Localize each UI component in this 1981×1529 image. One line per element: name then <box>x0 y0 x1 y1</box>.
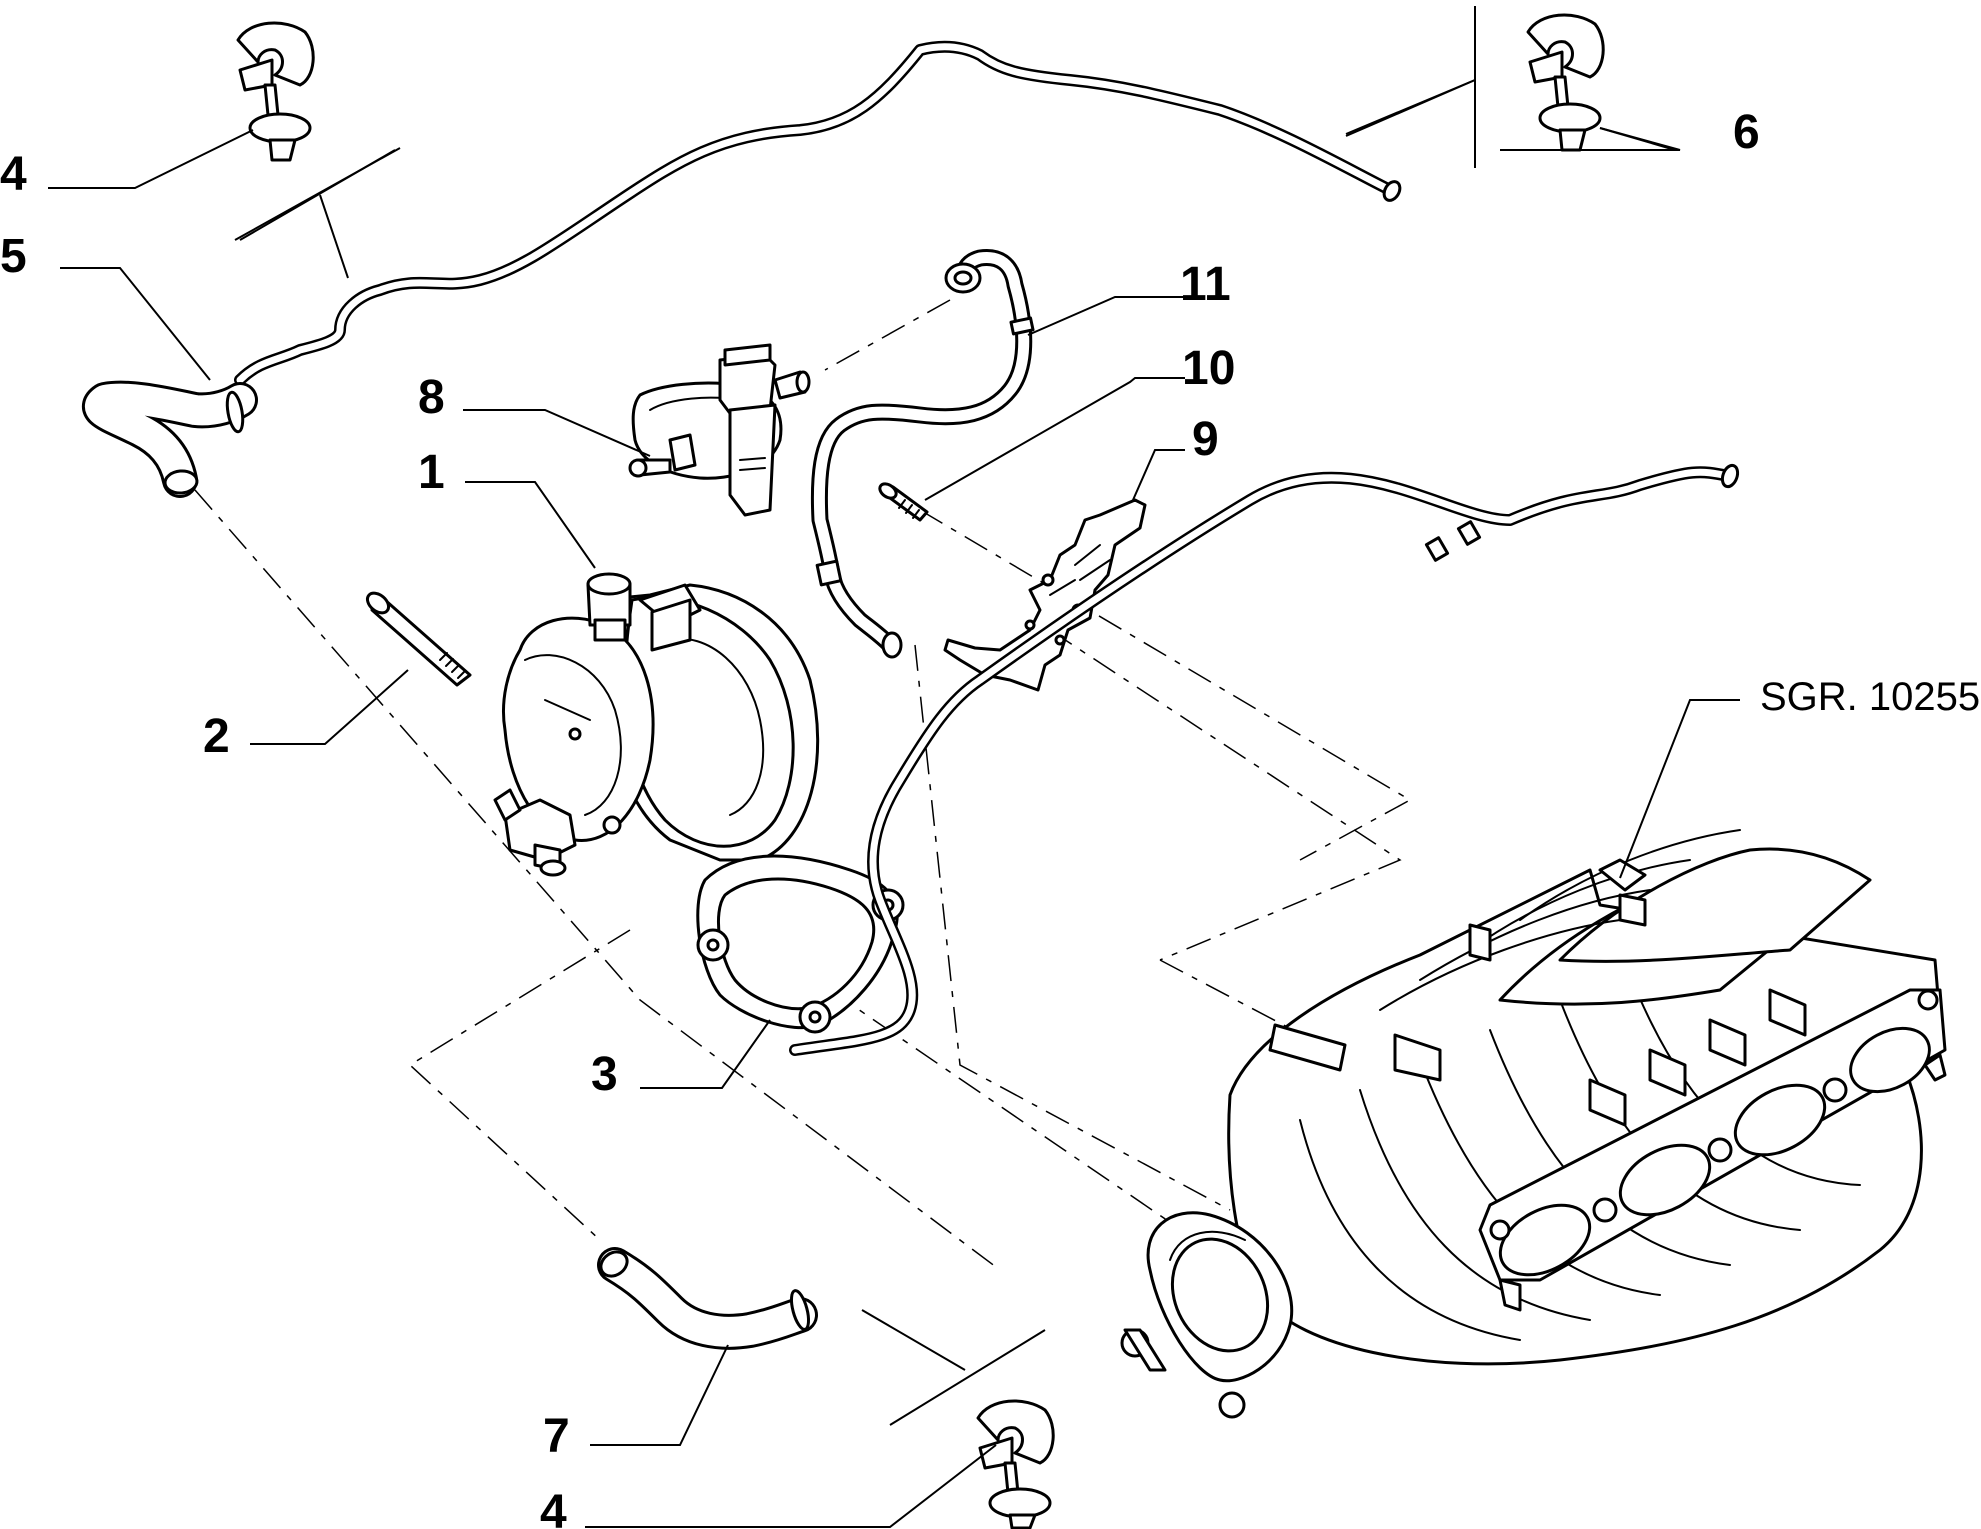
throttle-body <box>493 572 820 877</box>
callout-8: 8 <box>418 371 445 424</box>
callout-6: 6 <box>1733 106 1760 159</box>
vacuum-hose <box>810 249 1035 659</box>
callout-5: 5 <box>0 230 27 283</box>
callout-9: 9 <box>1192 413 1219 466</box>
hose-pair-markers <box>234 6 1476 1426</box>
callout-4-top: 4 <box>0 148 27 201</box>
callout-2: 2 <box>203 710 230 763</box>
hose-clip-top-left <box>236 21 315 162</box>
hose-clip-top-right <box>1526 13 1605 152</box>
hose-clip-bottom <box>976 1399 1055 1529</box>
callout-labels: 1 2 3 4 4 5 6 7 8 9 10 11 SGR. 10255 <box>0 106 1980 1529</box>
long-breather-pipe <box>81 40 1402 498</box>
callout-11: 11 <box>1180 258 1231 311</box>
callout-10: 10 <box>1182 342 1235 395</box>
bolt <box>365 591 472 687</box>
callout-4-bottom: 4 <box>540 1486 567 1529</box>
bracket <box>943 498 1147 692</box>
intake-manifold <box>1120 829 1947 1419</box>
screw <box>878 482 929 522</box>
gasket <box>696 854 905 1034</box>
callout-1: 1 <box>418 446 445 499</box>
reference-code: SGR. 10255 <box>1760 675 1980 719</box>
assembly-guide-lines <box>194 299 1412 1271</box>
callout-leaders <box>48 127 1740 1528</box>
callout-3: 3 <box>591 1048 618 1101</box>
return-pipe <box>597 463 1740 1350</box>
solenoid-valve <box>628 343 811 517</box>
callout-7: 7 <box>543 1410 570 1463</box>
